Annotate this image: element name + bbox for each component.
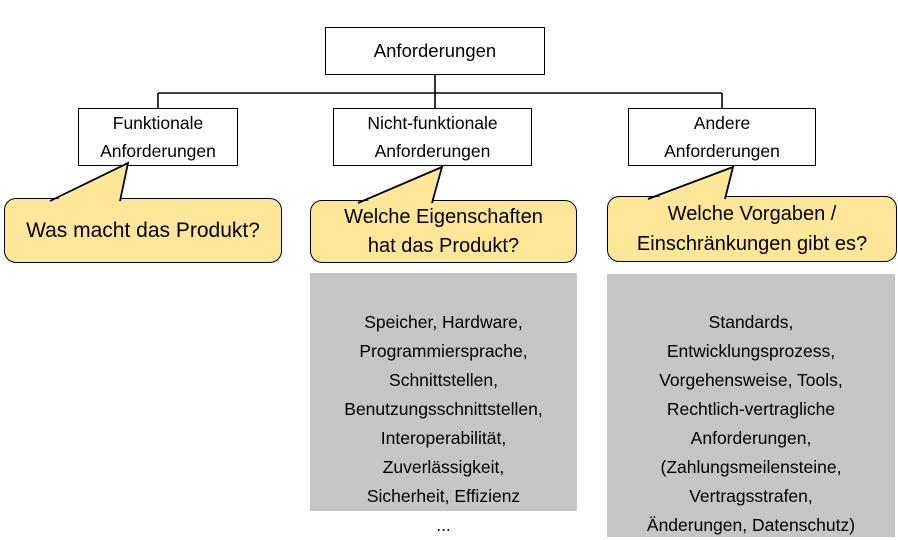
- node-nicht-funktionale-anforderungen: Nicht-funktionale Anforderungen: [333, 108, 532, 166]
- node-funktionale-anforderungen: Funktionale Anforderungen: [78, 108, 238, 166]
- details-andere: Standards, Entwicklungsprozess, Vorgehen…: [607, 274, 895, 537]
- details-nicht-funktionale: Speicher, Hardware, Programmiersprache, …: [310, 273, 577, 535]
- details-andere-text: Standards, Entwicklungsprozess, Vorgehen…: [646, 312, 856, 535]
- callout-tail-funktionale: [49, 161, 130, 203]
- node-andere-label: Andere Anforderungen: [664, 113, 780, 161]
- tree-connector-path: [157, 75, 723, 108]
- node-anforderungen-label: Anforderungen: [373, 39, 497, 61]
- node-funktionale-label: Funktionale Anforderungen: [100, 113, 216, 161]
- callout-funktionale: Was macht das Produkt?: [4, 198, 282, 263]
- callout-nicht-funktionale: Welche Eigenschaften hat das Produkt?: [310, 200, 577, 263]
- callout-nicht-funktionale-text: Welche Eigenschaften hat das Produkt?: [344, 205, 543, 257]
- node-anforderungen: Anforderungen: [325, 27, 545, 75]
- callout-andere-text: Welche Vorgaben / Einschränkungen gibt e…: [636, 203, 868, 255]
- node-andere-anforderungen: Andere Anforderungen: [628, 108, 816, 166]
- details-nicht-funktionale-text: Speicher, Hardware, Programmiersprache, …: [344, 312, 543, 535]
- callout-andere: Welche Vorgaben / Einschränkungen gibt e…: [607, 196, 897, 262]
- callout-funktionale-text: Was macht das Produkt?: [26, 218, 260, 242]
- node-nicht-funktionale-label: Nicht-funktionale Anforderungen: [367, 113, 498, 161]
